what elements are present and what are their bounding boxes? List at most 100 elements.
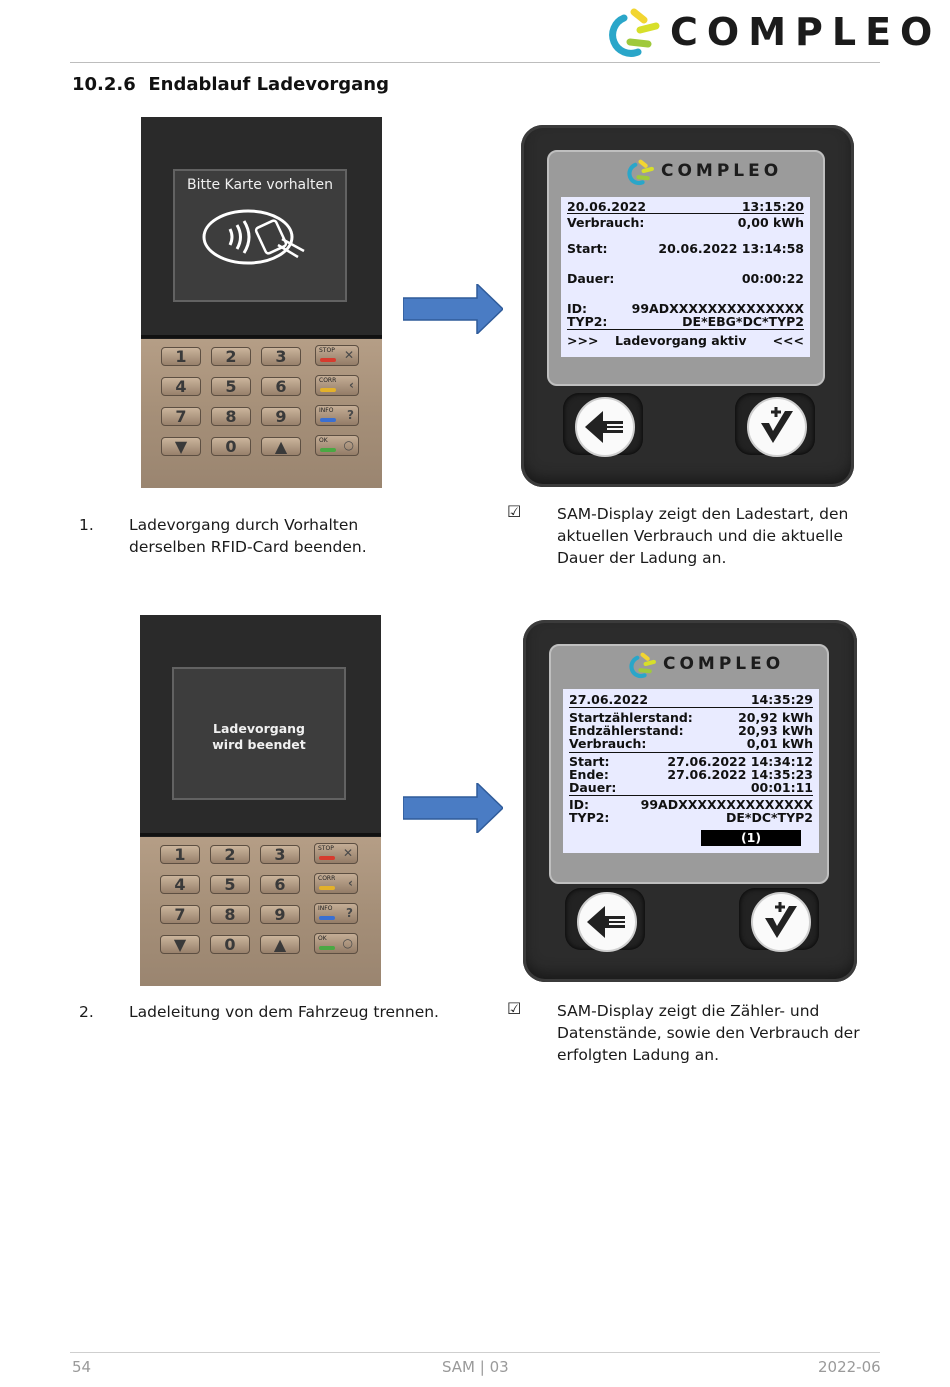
compleo-mini-logo-icon xyxy=(629,652,656,679)
brand-wordmark: COMPLEO xyxy=(670,10,942,54)
sam-brand: COMPLEO xyxy=(661,161,783,181)
key-2[interactable]: 2 xyxy=(211,347,251,366)
section-number: 10.2.6 xyxy=(72,74,136,95)
lcd-verbrauch-value: 0,00 kWh xyxy=(737,215,804,230)
terminal-head: Bitte Karte vorhalten xyxy=(141,117,382,338)
info-color-bar xyxy=(319,916,335,920)
lcd-start-meter-label: Startzählerstand: xyxy=(569,710,693,725)
corr-key-label: CORR xyxy=(319,377,337,384)
sam-back-button[interactable] xyxy=(575,397,635,457)
key-up[interactable]: ▲ xyxy=(260,935,300,954)
key-zero[interactable]: 0 xyxy=(210,935,250,954)
key-5[interactable]: 5 xyxy=(210,875,250,894)
section-heading: 10.2.6 Endablauf Ladevorgang xyxy=(72,74,389,95)
lcd-dauer-label: Dauer: xyxy=(569,780,617,795)
compleo-mini-logo-icon xyxy=(627,159,654,186)
info-key[interactable]: INFO? xyxy=(314,903,358,924)
key-1[interactable]: 1 xyxy=(160,845,200,864)
info-key[interactable]: INFO? xyxy=(315,405,359,426)
key-8[interactable]: 8 xyxy=(210,905,250,924)
stop-key[interactable]: STOP ✕ xyxy=(314,843,358,864)
corr-key[interactable]: CORR ‹ xyxy=(315,375,359,396)
ok-key[interactable]: OK○ xyxy=(315,435,359,456)
sam-confirm-button[interactable] xyxy=(747,397,807,457)
key-3[interactable]: 3 xyxy=(261,347,301,366)
lcd-typ-label: TYP2: xyxy=(567,314,608,329)
lcd-time: 14:35:29 xyxy=(750,692,813,707)
key-2[interactable]: 2 xyxy=(210,845,250,864)
lcd-start-value: 27.06.2022 14:34:12 xyxy=(667,754,813,769)
key-8[interactable]: 8 xyxy=(211,407,251,426)
key-9[interactable]: 9 xyxy=(261,407,301,426)
step-2-number: 2. xyxy=(79,1003,94,1021)
key-zero[interactable]: 0 xyxy=(211,437,251,456)
compleo-logo-icon xyxy=(609,8,660,57)
info-key-label: INFO xyxy=(318,905,333,912)
terminal-screen: Ladevorgang wird beendet xyxy=(172,667,346,800)
key-4[interactable]: 4 xyxy=(161,377,201,396)
key-6[interactable]: 6 xyxy=(261,377,301,396)
ok-symbol-icon: ○ xyxy=(342,936,353,950)
footer-date: 2022-06 xyxy=(818,1358,881,1376)
key-down[interactable]: ▼ xyxy=(161,437,201,456)
step-2-text: Ladeleitung von dem Fahrzeug trennen. xyxy=(129,1003,439,1021)
lcd-time: 13:15:20 xyxy=(741,199,804,214)
key-7[interactable]: 7 xyxy=(161,407,201,426)
arrow-right-icon xyxy=(403,284,503,334)
info-symbol-icon: ? xyxy=(347,408,354,422)
key-3[interactable]: 3 xyxy=(260,845,300,864)
lcd-dauer-value: 00:00:22 xyxy=(741,271,804,286)
key-up[interactable]: ▲ xyxy=(261,437,301,456)
ok-color-bar xyxy=(320,448,336,452)
stop-key-label: STOP xyxy=(318,845,334,852)
stop-symbol-icon: ✕ xyxy=(342,846,353,860)
arrow-left-icon xyxy=(587,906,625,938)
key-6[interactable]: 6 xyxy=(260,875,300,894)
footer-document: SAM | 03 xyxy=(442,1358,509,1376)
corr-key-label: CORR xyxy=(318,875,336,882)
key-5[interactable]: 5 xyxy=(211,377,251,396)
corr-color-bar xyxy=(319,886,335,890)
key-1[interactable]: 1 xyxy=(161,347,201,366)
lcd-id-label: ID: xyxy=(567,301,588,316)
corr-key[interactable]: CORR‹ xyxy=(314,873,358,894)
key-4[interactable]: 4 xyxy=(160,875,200,894)
lcd-typ-value: DE*EBG*DC*TYP2 xyxy=(682,314,804,329)
terminal-prompt: Ladevorgang wird beendet xyxy=(212,721,306,752)
stop-color-bar xyxy=(320,358,336,362)
info-key-label: INFO xyxy=(319,407,334,414)
stop-symbol-icon: ✕ xyxy=(343,348,354,362)
footer-page-number: 54 xyxy=(72,1358,92,1376)
lcd-date: 27.06.2022 xyxy=(569,692,649,707)
lcd-status-right: <<< xyxy=(772,333,804,348)
corr-symbol-icon: ‹ xyxy=(349,378,354,392)
stop-key[interactable]: STOP✕ xyxy=(315,345,359,366)
lcd-page-indicator: (1) xyxy=(701,830,801,846)
arrow-right-icon xyxy=(403,783,503,833)
step-1-number: 1. xyxy=(79,516,94,534)
lcd-typ-value: DE*DC*TYP2 xyxy=(726,810,813,825)
key-7[interactable]: 7 xyxy=(160,905,200,924)
result-2-text: SAM-Display zeigt die Zähler- und Datens… xyxy=(557,1002,860,1064)
lcd-id-value: 99ADXXXXXXXXXXXXXX xyxy=(640,797,813,812)
lcd-verbrauch-value: 0,01 kWh xyxy=(746,736,813,751)
result-1-checkbox-icon: ☑ xyxy=(507,502,522,521)
lcd-typ-label: TYP2: xyxy=(569,810,610,825)
sam-confirm-button[interactable] xyxy=(751,892,811,952)
ok-key[interactable]: OK○ xyxy=(314,933,358,954)
contactless-card-icon xyxy=(202,209,305,265)
result-1-text: SAM-Display zeigt den Ladestart, den akt… xyxy=(557,505,849,567)
arrow-left-icon xyxy=(585,411,623,443)
lcd-status: Ladevorgang aktiv xyxy=(615,333,747,348)
lcd-id-label: ID: xyxy=(569,797,590,812)
corr-color-bar xyxy=(320,388,336,392)
key-down[interactable]: ▼ xyxy=(160,935,200,954)
sam-back-button[interactable] xyxy=(577,892,637,952)
lcd-verbrauch-label: Verbrauch: xyxy=(567,215,645,230)
key-9[interactable]: 9 xyxy=(260,905,300,924)
